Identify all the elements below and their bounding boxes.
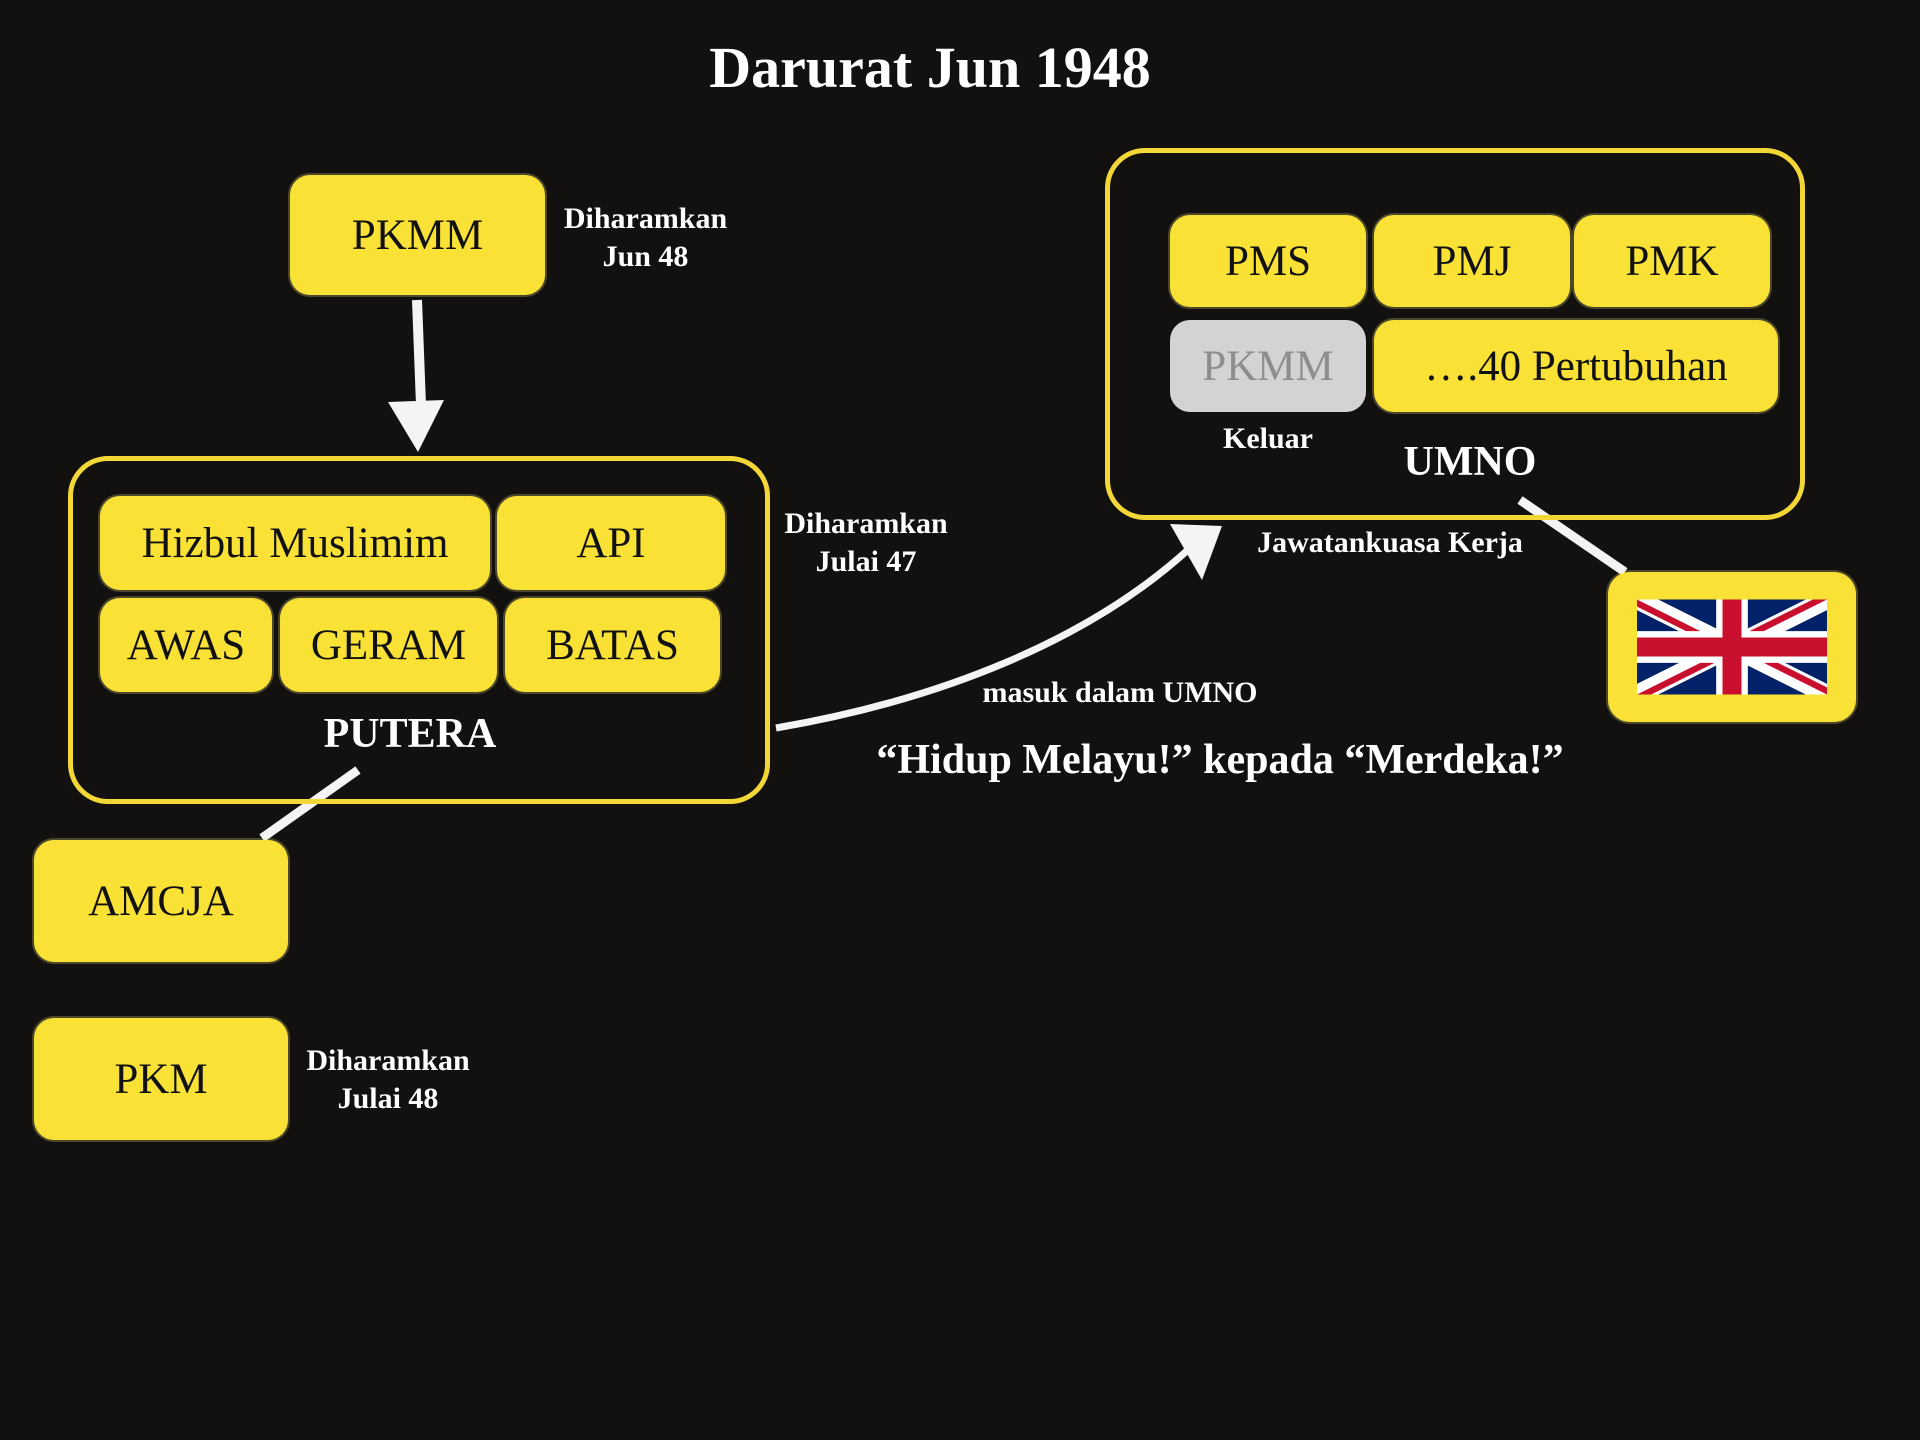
putera-member-awas: AWAS <box>100 598 272 692</box>
umno-member-label: PMS <box>1224 237 1312 285</box>
putera-member-geram: GERAM <box>280 598 497 692</box>
pkmm-to-putera-arrow <box>412 299 426 406</box>
putera-member-label: GERAM <box>310 621 467 669</box>
pkmm-box: PKMM <box>290 175 545 295</box>
umno-member-pms: PMS <box>1170 215 1366 307</box>
putera-note: Diharamkan Julai 47 <box>776 505 956 581</box>
putera-note-line1: Diharamkan <box>784 507 948 540</box>
putera-member-batas: BATAS <box>505 598 720 692</box>
putera-to-umno-arrow <box>775 545 1193 732</box>
union-jack-flag-icon <box>1637 599 1827 695</box>
putera-frame <box>68 456 770 804</box>
putera-note-line2: Julai 47 <box>815 545 917 578</box>
slogan: “Hidup Melayu!” kepada “Merdeka!” <box>876 737 1564 783</box>
pkm-note-line2: Julai 48 <box>337 1082 439 1115</box>
umno-committee-label: Jawatankuasa Kerja <box>1257 526 1523 559</box>
umno-member-label: ….40 Pertubuhan <box>1424 342 1728 390</box>
pkmm-note-line1: Diharamkan <box>563 202 728 235</box>
pkm-label: PKM <box>114 1055 208 1103</box>
putera-member-hizbul: Hizbul Muslimim <box>100 496 490 590</box>
flag-box <box>1608 572 1856 722</box>
umno-member-pmk: PMK <box>1574 215 1770 307</box>
umno-member-pkmm: PKMM <box>1170 320 1366 412</box>
putera-to-umno-arrowhead <box>1170 524 1222 580</box>
putera-member-label: Hizbul Muslimim <box>141 519 449 567</box>
pkmm-note: Diharamkan Jun 48 <box>548 200 743 276</box>
umno-frame <box>1105 148 1805 520</box>
pkmm-to-putera-arrowhead <box>388 400 444 452</box>
umno-pkmm-note: Keluar <box>1223 422 1313 455</box>
page-title: Darurat Jun 1948 <box>709 35 1151 100</box>
umno-member-label: PKMM <box>1202 342 1334 390</box>
umno-member-label: PMK <box>1625 237 1719 285</box>
pkmm-note-line2: Jun 48 <box>602 240 689 273</box>
umno-member-40-pertubuhan: ….40 Pertubuhan <box>1374 320 1778 412</box>
amcja-box: AMCJA <box>34 840 288 962</box>
pkmm-label: PKMM <box>351 211 484 259</box>
arrow-label: masuk dalam UMNO <box>982 676 1258 709</box>
umno-flag-line <box>1517 496 1628 576</box>
putera-label: PUTERA <box>323 711 497 757</box>
pkm-note-line1: Diharamkan <box>306 1044 470 1077</box>
umno-member-pmj: PMJ <box>1374 215 1570 307</box>
putera-member-label: AWAS <box>126 621 246 669</box>
putera-member-api: API <box>497 496 725 590</box>
amcja-label: AMCJA <box>88 877 234 925</box>
umno-label: UMNO <box>1403 439 1537 485</box>
putera-member-label: API <box>576 519 646 567</box>
putera-member-label: BATAS <box>546 621 679 669</box>
pkm-box: PKM <box>34 1018 288 1140</box>
umno-member-label: PMJ <box>1432 237 1512 285</box>
putera-amcja-line <box>259 766 361 842</box>
pkm-note: Diharamkan Julai 48 <box>293 1042 483 1118</box>
